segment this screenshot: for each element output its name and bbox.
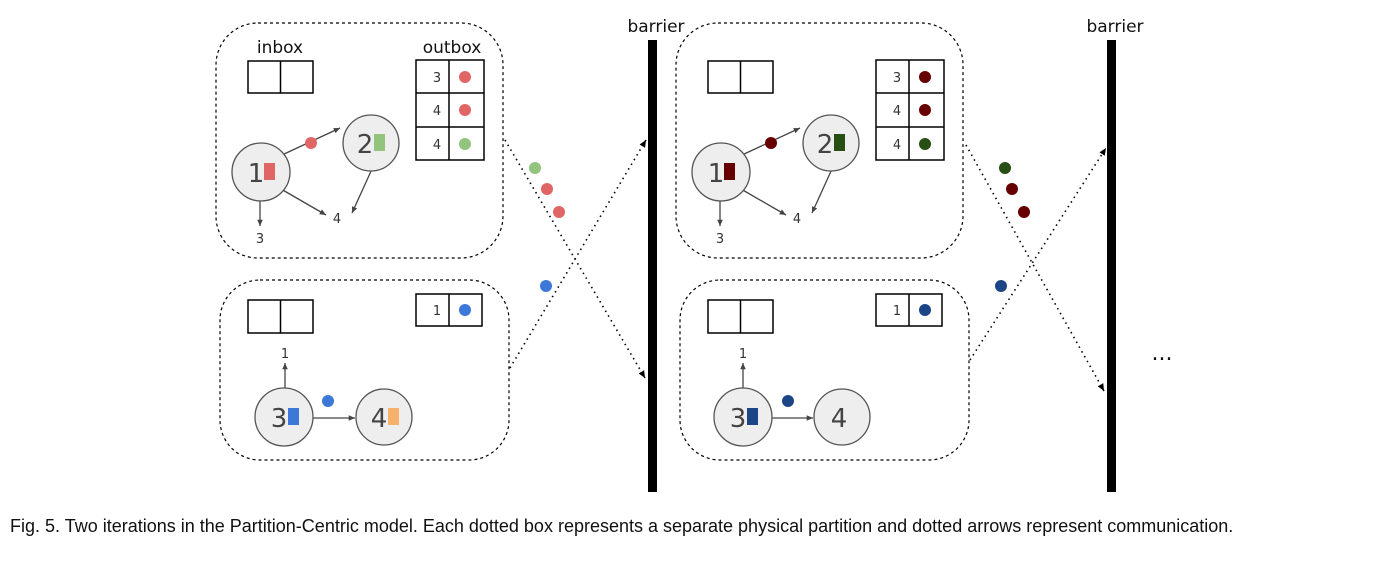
outbox-target: 3 bbox=[433, 71, 441, 86]
outbox-target: 3 bbox=[893, 71, 901, 86]
outbox-2a: 3 4 4 bbox=[875, 59, 945, 161]
iteration-1: inbox outbox 3 4 4 3 bbox=[215, 17, 685, 492]
message-dot bbox=[541, 183, 553, 195]
edge-2-4 bbox=[811, 168, 833, 214]
vertex-id: 3 bbox=[730, 404, 747, 434]
outbox-2b: 1 bbox=[875, 293, 943, 327]
outbox-1a: 3 4 4 bbox=[415, 59, 485, 161]
outbox-1b: 1 bbox=[415, 293, 483, 327]
edge-target-label: 4 bbox=[333, 212, 341, 227]
vertex-4: 4 bbox=[355, 388, 413, 446]
outbox-target: 4 bbox=[433, 104, 441, 119]
vertex-2: 2 bbox=[802, 114, 860, 172]
vertex-state-block bbox=[834, 134, 845, 151]
partition-centric-diagram: inbox outbox 3 4 4 3 bbox=[215, 17, 1173, 492]
vertex-state-block bbox=[724, 163, 735, 180]
message-dot bbox=[553, 206, 565, 218]
edge-target-label: 3 bbox=[716, 232, 724, 247]
edge-target-label: 1 bbox=[281, 347, 289, 362]
vertex-state-block bbox=[288, 408, 299, 425]
barrier-label: barrier bbox=[627, 17, 684, 37]
message-dot bbox=[999, 162, 1011, 174]
dotted-arrow bbox=[969, 147, 1107, 361]
message-dot bbox=[459, 304, 471, 316]
partition-box-1b: 1 1 3 4 bbox=[219, 279, 510, 461]
inbox-label: inbox bbox=[257, 38, 303, 58]
outbox-label: outbox bbox=[423, 38, 482, 58]
message-dot bbox=[322, 395, 334, 407]
message-dot bbox=[782, 395, 794, 407]
vertex-id: 4 bbox=[371, 404, 388, 434]
edge-target-label: 1 bbox=[739, 347, 747, 362]
message-dot bbox=[459, 104, 471, 116]
outbox-target: 4 bbox=[433, 138, 441, 153]
dotted-arrow bbox=[965, 144, 1105, 392]
dotted-arrow bbox=[509, 139, 647, 369]
partition-box-2a: 3 4 4 3 4 1 2 bbox=[675, 22, 964, 259]
outbox-target: 4 bbox=[893, 104, 901, 119]
message-dot bbox=[1006, 183, 1018, 195]
vertex-state-block bbox=[747, 408, 758, 425]
message-dot bbox=[919, 71, 931, 83]
vertex-id: 1 bbox=[708, 159, 725, 189]
barrier-bar bbox=[1107, 40, 1116, 492]
message-dot bbox=[919, 104, 931, 116]
inbox-2a bbox=[707, 60, 774, 94]
vertex-id: 1 bbox=[248, 159, 265, 189]
vertex-state-block bbox=[388, 408, 399, 425]
partition-box-2b: 1 1 3 4 bbox=[679, 279, 970, 461]
barrier-label: barrier bbox=[1086, 17, 1143, 37]
communication-1 bbox=[504, 139, 647, 379]
message-dot bbox=[459, 71, 471, 83]
figure-caption: Fig. 5. Two iterations in the Partition-… bbox=[10, 516, 1234, 536]
vertex-id: 3 bbox=[271, 404, 288, 434]
continuation-ellipsis: ... bbox=[1152, 341, 1173, 366]
iteration-2: 3 4 4 3 4 1 2 bbox=[675, 17, 1173, 492]
vertex-1: 1 bbox=[691, 142, 751, 202]
vertex-state-block bbox=[374, 134, 385, 151]
edge-1-4 bbox=[740, 188, 787, 216]
message-dot bbox=[765, 137, 777, 149]
message-dot bbox=[995, 280, 1007, 292]
vertex-4: 4 bbox=[813, 388, 871, 446]
partition-box-1a: inbox outbox 3 4 4 3 bbox=[215, 22, 504, 259]
barrier-1: barrier bbox=[627, 17, 685, 492]
communication-2 bbox=[965, 144, 1107, 392]
outbox-target: 4 bbox=[893, 138, 901, 153]
vertex-state-block bbox=[264, 163, 275, 180]
message-dot bbox=[919, 138, 931, 150]
edge-2-4 bbox=[351, 168, 373, 214]
vertex-id: 2 bbox=[357, 130, 374, 160]
message-dot bbox=[529, 162, 541, 174]
vertex-3: 3 bbox=[254, 387, 314, 447]
message-dot bbox=[305, 137, 317, 149]
vertex-id: 2 bbox=[817, 130, 834, 160]
edge-target-label: 3 bbox=[256, 232, 264, 247]
vertex-2: 2 bbox=[342, 114, 400, 172]
message-dot bbox=[540, 280, 552, 292]
message-dot bbox=[919, 304, 931, 316]
outbox-target: 1 bbox=[433, 304, 441, 319]
message-dot bbox=[459, 138, 471, 150]
edge-1-4 bbox=[280, 188, 327, 216]
inbox-1a bbox=[247, 60, 314, 94]
vertex-1: 1 bbox=[231, 142, 291, 202]
barrier-bar bbox=[648, 40, 657, 492]
edge-target-label: 4 bbox=[793, 212, 801, 227]
message-dot bbox=[1018, 206, 1030, 218]
vertex-id: 4 bbox=[831, 404, 848, 434]
inbox-2b bbox=[707, 299, 774, 334]
outbox-target: 1 bbox=[893, 304, 901, 319]
vertex-3: 3 bbox=[713, 387, 773, 447]
barrier-2: barrier bbox=[1086, 17, 1144, 492]
inbox-1b bbox=[247, 299, 314, 334]
